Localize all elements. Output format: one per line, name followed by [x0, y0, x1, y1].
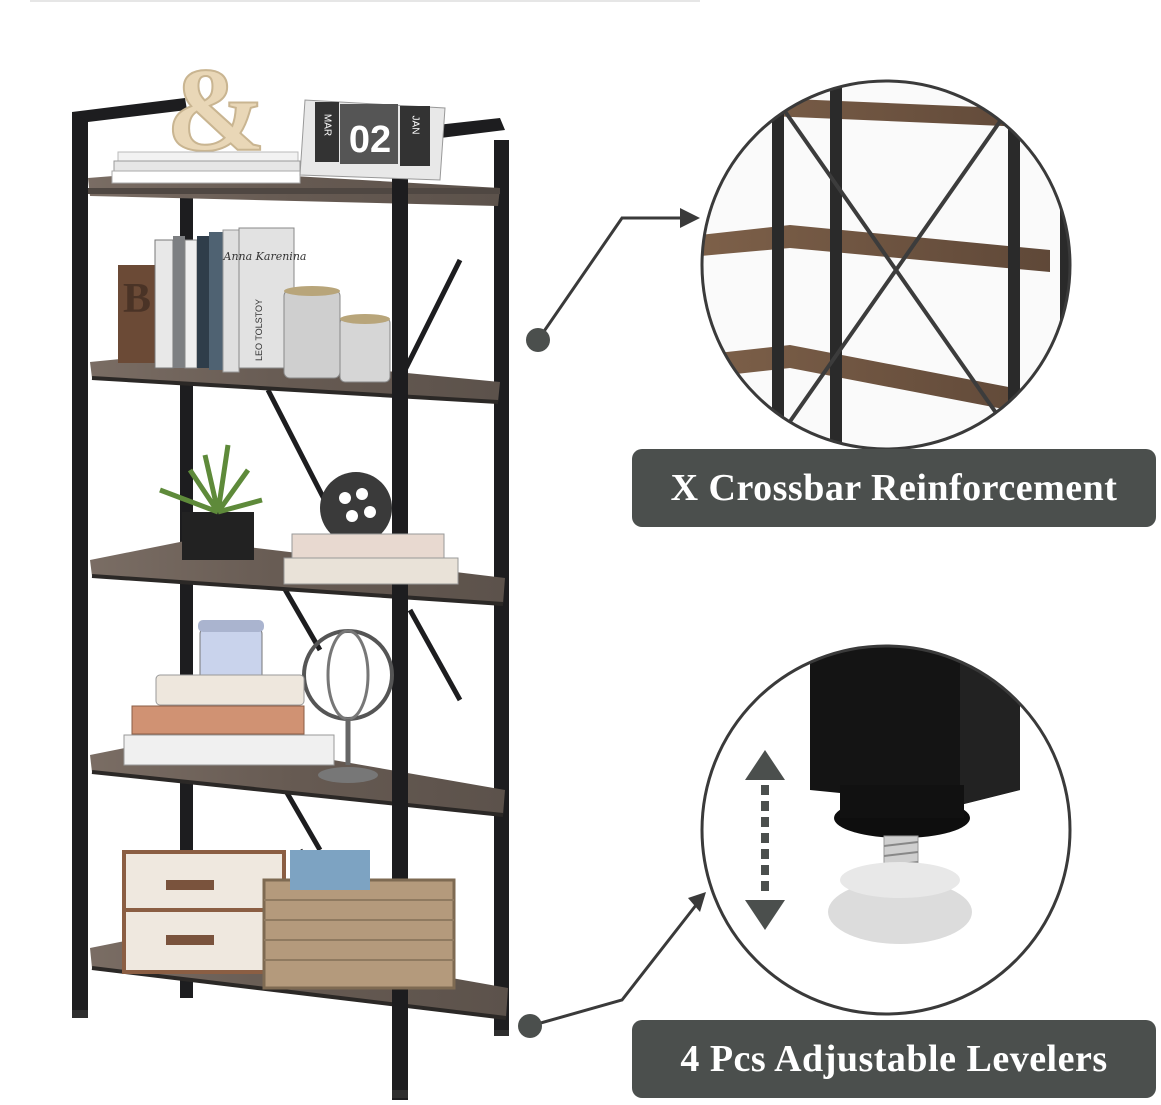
svg-text:MAR: MAR [322, 114, 333, 136]
crossbar-callout-label: X Crossbar Reinforcement [632, 449, 1156, 527]
arrow-right-icon [680, 208, 700, 228]
globe-ornament [302, 629, 394, 783]
up-down-arrow-icon [745, 750, 785, 930]
svg-text:LEO TOLSTOY: LEO TOLSTOY [254, 299, 264, 361]
book-stack-shelf4 [123, 674, 335, 766]
storage-chest [122, 850, 286, 974]
silver-vases [283, 286, 391, 383]
lattice-bowl [320, 472, 392, 544]
dot-icon [518, 1014, 542, 1038]
potted-plant [159, 444, 263, 560]
leveler-detail-frame [700, 644, 1072, 1016]
crossbar-detail [702, 81, 1070, 449]
svg-text:Anna Karenina: Anna Karenina [223, 250, 307, 263]
svg-text:JAN: JAN [410, 116, 421, 135]
top-books [111, 151, 301, 184]
flip-calendar: MAR 02 JAN [299, 99, 446, 181]
wicker-basket [262, 850, 456, 990]
levelers-callout-label: 4 Pcs Adjustable Levelers [632, 1020, 1156, 1098]
dot-icon [526, 328, 550, 352]
letter-blocks: B [118, 265, 156, 363]
leveler-detail [702, 646, 1070, 1014]
connector-bottom [529, 899, 702, 1028]
arrow-right-icon [688, 892, 706, 912]
svg-text:B: B [123, 276, 151, 322]
connector-top [536, 216, 690, 341]
svg-text:02: 02 [349, 119, 391, 161]
book-stack-flat [283, 533, 459, 585]
